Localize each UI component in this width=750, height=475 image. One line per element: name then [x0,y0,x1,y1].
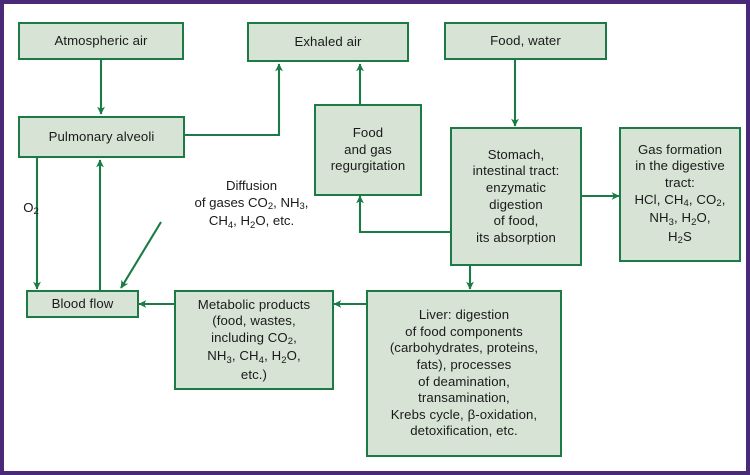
label-diffusion: Diffusion of gases CO2, NH3, CH4, H2O, e… [194,178,309,231]
node-stomach-label: Stomach, intestinal tract: enzymatic dig… [472,146,560,245]
node-liver-label: Liver: digestion of food components (car… [389,307,539,439]
node-exhaled-air-label: Exhaled air [294,33,362,49]
node-blood-flow-label: Blood flow [51,295,114,311]
edge-alveoli-to-exhaled [185,63,283,137]
node-pulmonary-alveoli[interactable]: Pulmonary alveoli [18,116,185,158]
node-regurgitation[interactable]: Food and gas regurgitation [314,104,422,196]
node-blood-flow[interactable]: Blood flow [26,290,139,318]
arrow-layer [33,60,620,308]
node-stomach[interactable]: Stomach, intestinal tract: enzymatic dig… [450,127,582,266]
node-liver[interactable]: Liver: digestion of food components (car… [366,290,562,457]
node-atmospheric-air-label: Atmospheric air [54,32,148,48]
node-gas-formation[interactable]: Gas formation in the digestive tract: HC… [619,127,741,262]
label-oxygen: O2 [23,200,39,218]
node-metabolic-products-label: Metabolic products (food, wastes, includ… [197,296,311,382]
node-pulmonary-alveoli-label: Pulmonary alveoli [48,128,155,144]
node-atmospheric-air[interactable]: Atmospheric air [18,22,184,60]
node-metabolic-products[interactable]: Metabolic products (food, wastes, includ… [174,290,334,390]
node-food-water[interactable]: Food, water [444,22,607,60]
node-exhaled-air[interactable]: Exhaled air [247,22,409,62]
node-gas-formation-label: Gas formation in the digestive tract: HC… [634,141,726,247]
edge-stomach-to-regurgitation [356,195,450,234]
edge-diffusion-to-blood [120,221,162,289]
node-food-water-label: Food, water [490,32,561,48]
node-regurgitation-label: Food and gas regurgitation [330,125,406,174]
